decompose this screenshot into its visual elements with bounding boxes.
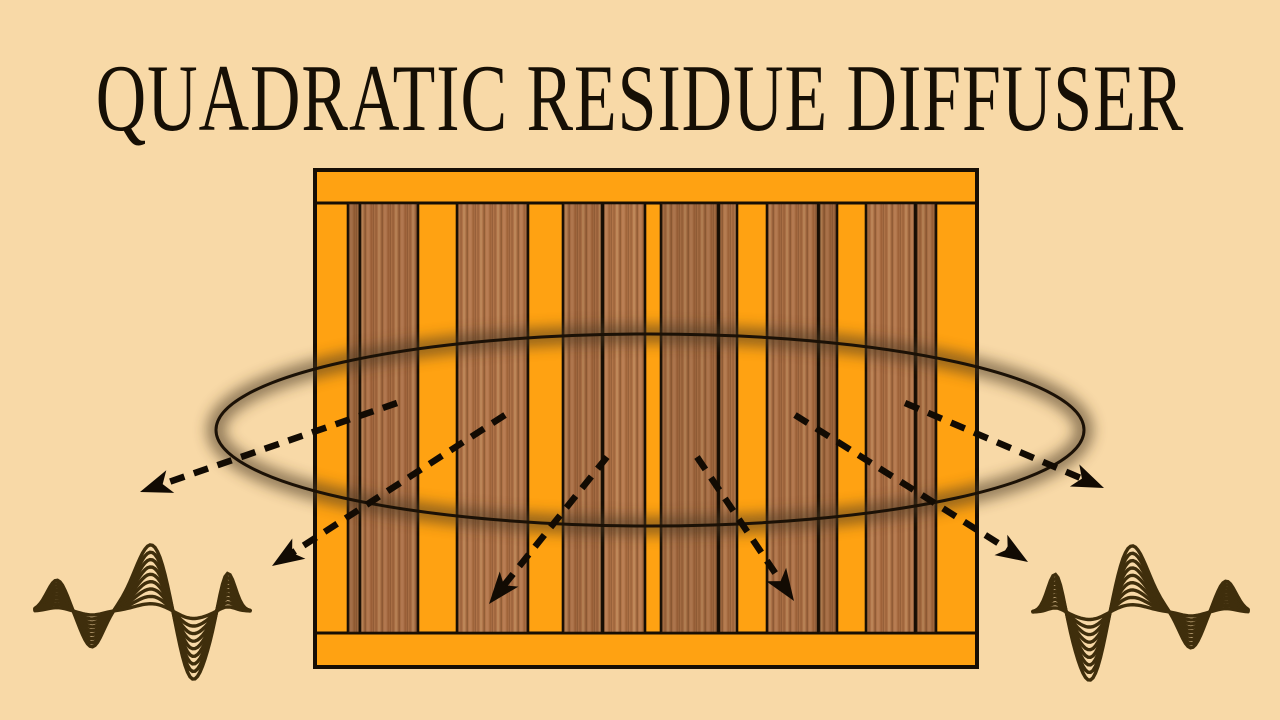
diffusion-arrow — [272, 412, 507, 566]
diffuser-panel — [313, 168, 979, 669]
wood-slat-shade — [719, 203, 737, 633]
diffusion-arrow — [489, 454, 610, 604]
wood-slat-shade — [866, 203, 915, 633]
diffusion-arrows — [140, 399, 1104, 604]
wood-slat — [358, 201, 420, 635]
arrow-head — [1069, 464, 1104, 488]
arrow-shaft — [501, 454, 610, 588]
arrow-head — [140, 470, 175, 493]
sound-wave-icon — [1031, 544, 1250, 682]
arrow-head — [489, 571, 519, 604]
wood-slat — [864, 201, 917, 635]
diffusion-arrow — [140, 399, 399, 493]
arrow-shaft — [161, 399, 399, 488]
wave-contour — [33, 601, 252, 621]
arrow-shaft — [290, 412, 507, 556]
focus-ellipse — [207, 325, 1093, 535]
sound-wave-icon — [33, 543, 252, 681]
arrow-head — [272, 538, 306, 566]
diffusion-arrow — [694, 455, 794, 601]
arrow-shaft — [903, 400, 1084, 482]
arrow-head — [766, 567, 794, 601]
diffusion-arrow — [793, 412, 1028, 562]
wood-slat — [601, 201, 647, 635]
wood-slat-shade — [360, 203, 418, 633]
wood-slat-shade — [661, 203, 718, 633]
focus-ellipse-line — [214, 332, 1086, 528]
wood-slat — [765, 201, 820, 635]
page-title: QUADRATIC RESIDUE DIFFUSER — [95, 45, 1185, 151]
wood-slat-shade — [819, 203, 837, 633]
wave-contour — [1031, 602, 1250, 622]
sound-wave-icons — [33, 543, 1250, 682]
wood-slat — [455, 201, 530, 635]
wood-slat-shade — [916, 203, 936, 633]
wood-slat — [659, 201, 720, 635]
wood-slat-shade — [457, 203, 528, 633]
wood-slat-shade — [603, 203, 645, 633]
diffusion-arrow — [903, 400, 1104, 488]
arrow-shaft — [793, 412, 1010, 552]
wood-slat-shade — [767, 203, 818, 633]
arrow-head — [994, 534, 1028, 562]
wood-slat-shade — [563, 203, 602, 633]
wood-slat-shade — [348, 203, 360, 633]
